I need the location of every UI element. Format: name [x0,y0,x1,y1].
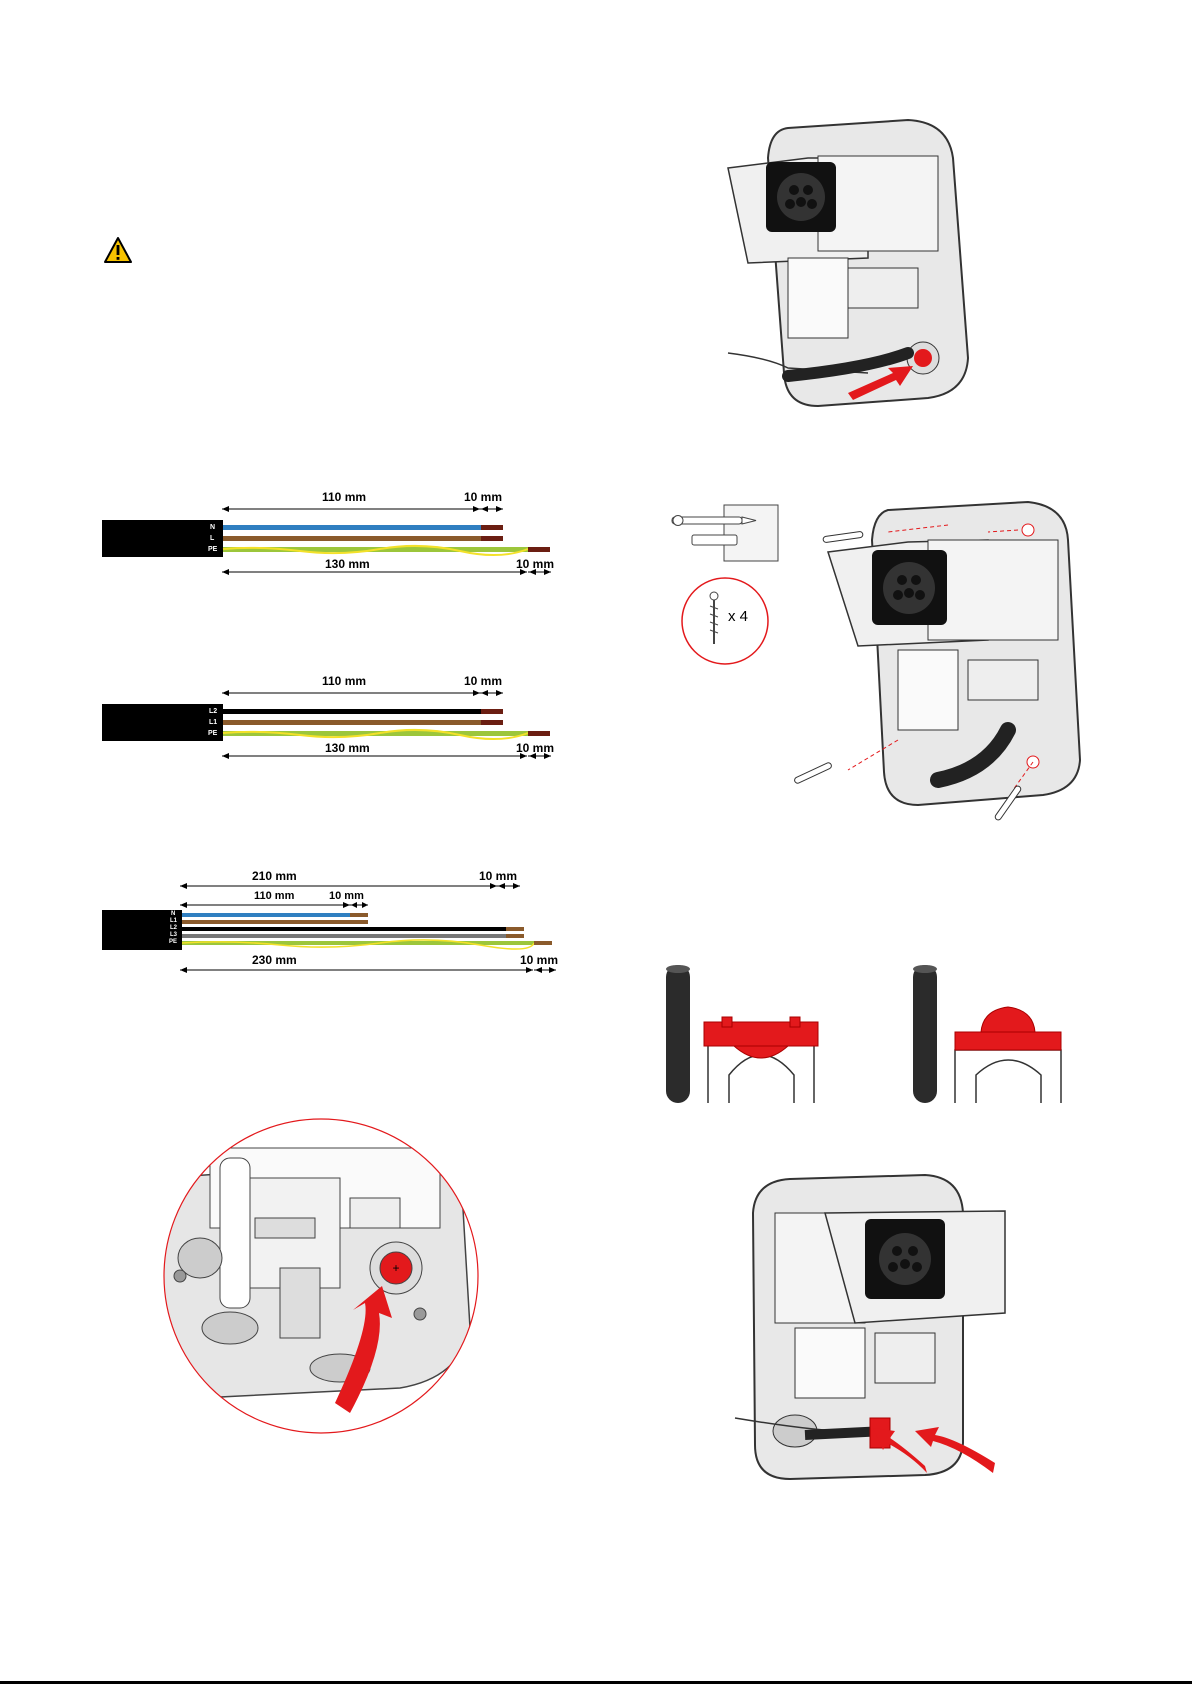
cable-clamp-orientation-a [664,965,824,1105]
cable-clamp-orientation-b [911,965,1071,1105]
wire-label-l2: L2 [170,925,177,932]
screw-count-label: x 4 [728,608,748,625]
screw-count-circle [680,576,770,666]
dim-bottom-short: 10 mm [520,953,558,967]
wire-label-pe: PE [169,939,177,946]
wire-label-l3: L3 [170,932,177,939]
svg-text:+: + [392,1261,399,1275]
cable-entry-zoom-illustration: + [160,1118,482,1434]
charger-mounting-illustration [828,500,1098,820]
dim-bottom-long: 230 mm [252,953,297,967]
wire-label-l1: L1 [170,918,177,925]
dim-top-short: 10 mm [479,869,517,883]
wire-label-n: N [171,911,175,918]
dim-mid-short: 10 mm [329,890,364,902]
charger-remove-plug-illustration [728,118,978,408]
dim-mid-long: 110 mm [254,890,294,902]
dim-top-long: 210 mm [252,869,297,883]
charger-cable-clamp-illustration [735,1173,1005,1493]
wall-plug-screw-icon [672,505,780,561]
